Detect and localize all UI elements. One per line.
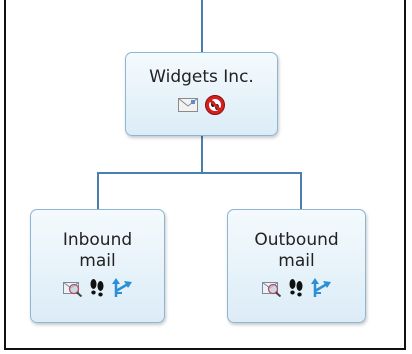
node-icons (228, 278, 365, 298)
connector-left-child (97, 172, 99, 210)
node-label: Widgets Inc. (149, 67, 254, 87)
node-widgets-inc[interactable]: Widgets Inc. (125, 52, 278, 136)
diagram-frame (4, 0, 406, 350)
mail-search-icon (62, 279, 83, 298)
footprints-icon (288, 278, 304, 298)
connector-right-child (300, 172, 302, 210)
connector-top (201, 0, 203, 52)
node-label-line1: Outbound (254, 230, 339, 250)
node-label-line2: mail (79, 251, 116, 271)
node-outbound-mail[interactable]: Outbound mail (227, 209, 366, 323)
node-icons (31, 278, 164, 298)
mail-search-icon (261, 279, 282, 298)
blocked-icon (204, 94, 226, 116)
envelope-icon (177, 98, 198, 112)
node-label-line1: Inbound (62, 230, 133, 250)
connector-root-down (201, 136, 203, 173)
connector-horizontal (97, 172, 302, 174)
routing-arrows-icon (310, 278, 332, 298)
node-icons (126, 94, 277, 116)
footprints-icon (89, 278, 105, 298)
routing-arrows-icon (111, 278, 133, 298)
node-inbound-mail[interactable]: Inbound mail (30, 209, 165, 323)
node-label-line2: mail (278, 251, 315, 271)
